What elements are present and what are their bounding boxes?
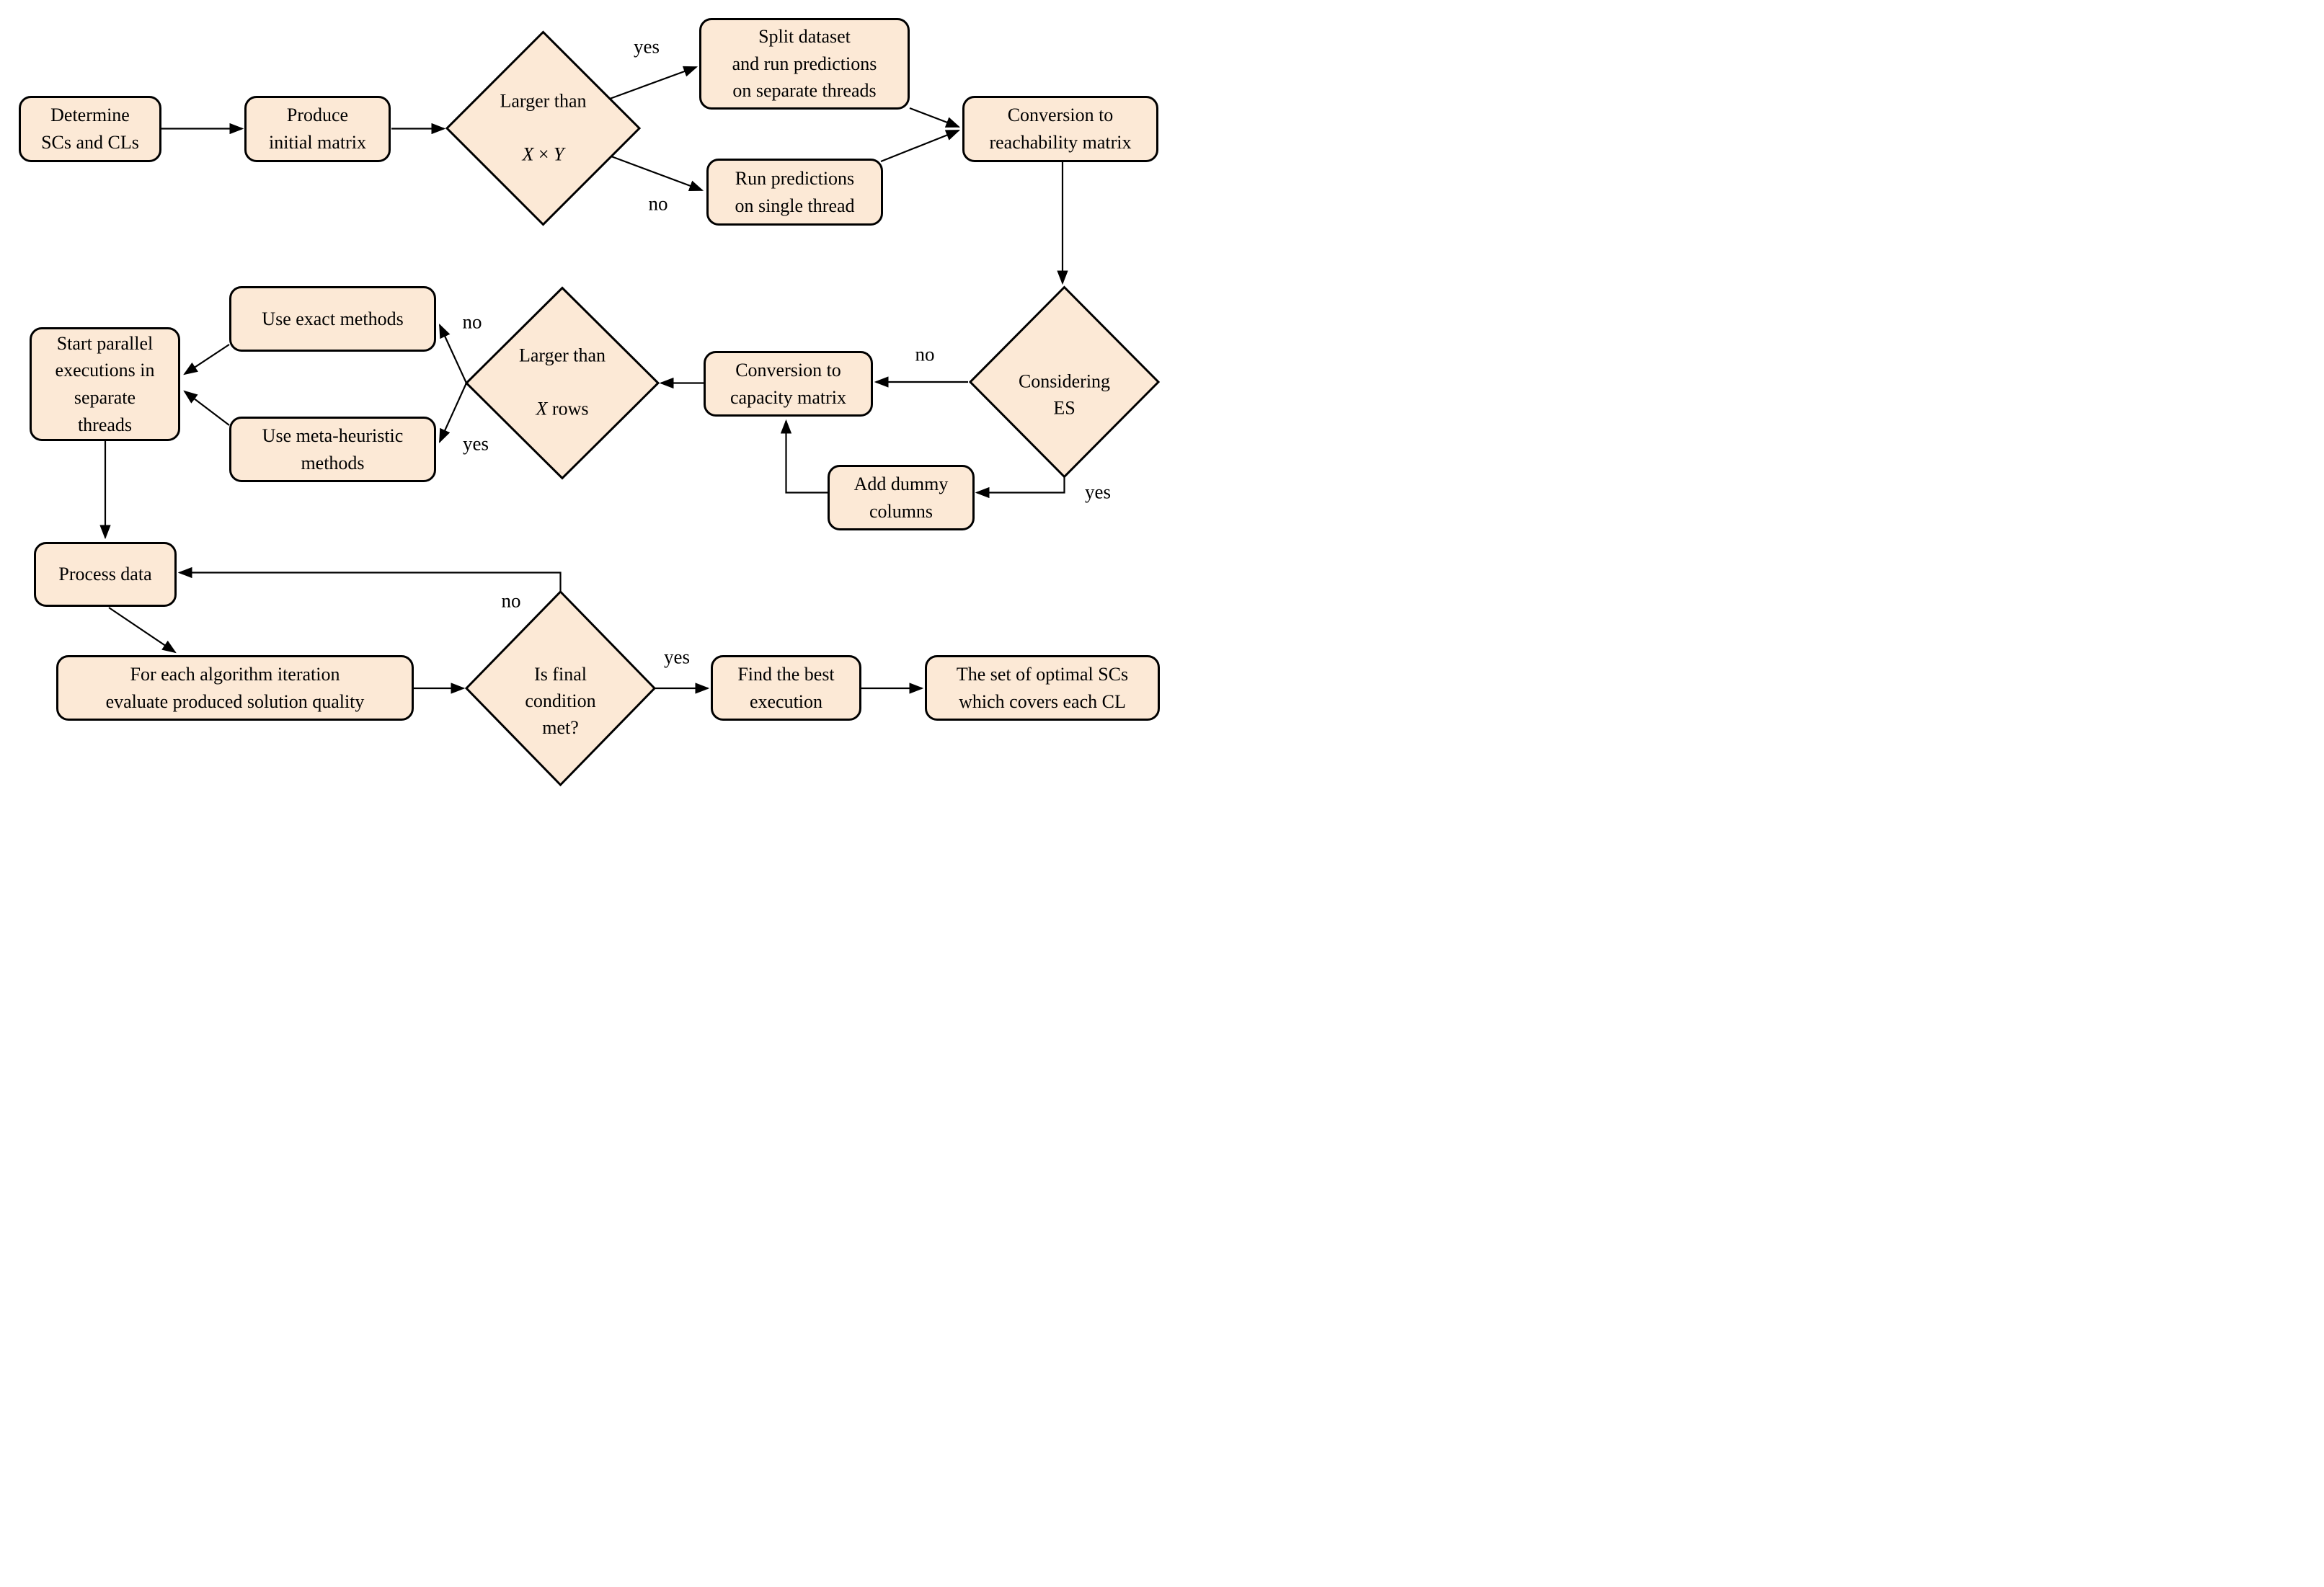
edge-single-to-reachability (880, 129, 961, 163)
node-conversion-capacity-label: Conversion to capacity matrix (730, 359, 846, 408)
node-use-meta-heuristic-label: Use meta-heuristic methods (262, 424, 404, 474)
edge-label-es-yes: yes (1085, 481, 1111, 503)
math-x: X (522, 143, 534, 165)
decision-larger-than-x-rows (464, 286, 660, 480)
flowchart-lines-layer (99, 30, 1161, 787)
decision-larger-rows-line2: X rows (476, 396, 649, 423)
decision-larger-than-x-rows-label: Larger than X rows (476, 316, 649, 450)
node-determine-scs-cls: Determine SCs and CLs (19, 96, 161, 162)
node-find-best-execution: Find the best execution (711, 655, 861, 721)
edge-considering-es-yes-to-dummy (975, 476, 1065, 499)
edge-larger-rows-yes-to-meta (438, 383, 468, 444)
rows-text: rows (547, 398, 589, 419)
decision-considering-es-label: Considering ES (978, 342, 1151, 422)
node-evaluate-solution-quality-label: For each algorithm iteration evaluate pr… (105, 663, 365, 712)
decision-larger-rows-line1: Larger than (518, 345, 606, 367)
edge-larger-xy-no-to-single (611, 155, 704, 192)
node-determine-scs-cls-label: Determine SCs and CLs (41, 105, 139, 153)
node-conversion-reachability: Conversion to reachability matrix (962, 96, 1158, 162)
node-split-dataset-label: Split dataset and run predictions on sep… (732, 25, 877, 102)
math-y: Y (554, 143, 564, 165)
node-run-single-thread: Run predictions on single thread (706, 159, 883, 226)
node-use-exact-methods: Use exact methods (229, 286, 436, 352)
edge-label-final-yes: yes (664, 646, 690, 668)
edge-exact-to-parallel (183, 344, 230, 375)
edge-meta-to-parallel (183, 390, 230, 426)
edge-label-xy-yes: yes (634, 35, 660, 58)
edge-dummy-to-capacity (780, 419, 828, 494)
node-use-meta-heuristic: Use meta-heuristic methods (229, 417, 436, 482)
node-find-best-execution-label: Find the best execution (737, 663, 835, 712)
edge-label-xy-no: no (648, 192, 668, 215)
flowchart-canvas: Determine SCs and CLs Produce initial ma… (0, 0, 1162, 794)
node-produce-initial-matrix-label: Produce initial matrix (268, 105, 367, 153)
decision-larger-than-xy-line1: Larger than (500, 90, 587, 112)
node-conversion-reachability-label: Conversion to reachability matrix (989, 105, 1132, 153)
edge-label-rows-yes: yes (463, 432, 489, 455)
node-add-dummy-columns-label: Add dummy columns (853, 473, 949, 522)
node-optimal-scs-set-label: The set of optimal SCs which covers each… (956, 663, 1129, 712)
node-start-parallel-executions-label: Start parallel executions in separate th… (55, 332, 155, 435)
decision-final-condition-label: Is final condition met? (474, 635, 647, 742)
decision-final-condition (464, 590, 657, 787)
decision-larger-than-xy (445, 30, 642, 226)
edge-label-rows-no: no (462, 311, 482, 333)
node-run-single-thread-label: Run predictions on single thread (735, 167, 855, 216)
edge-final-no-to-process (177, 566, 562, 592)
node-process-data-label: Process data (58, 564, 152, 585)
edge-larger-xy-yes-to-split (609, 66, 698, 100)
node-use-exact-methods-label: Use exact methods (262, 308, 404, 329)
node-add-dummy-columns: Add dummy columns (828, 465, 975, 530)
node-optimal-scs-set: The set of optimal SCs which covers each… (925, 655, 1160, 721)
node-evaluate-solution-quality: For each algorithm iteration evaluate pr… (56, 655, 414, 721)
edge-label-es-no: no (915, 343, 935, 365)
decision-larger-than-xy-label: Larger than X × Y (457, 62, 630, 195)
edge-label-final-no: no (501, 590, 521, 612)
edge-larger-rows-no-to-exact (439, 324, 467, 383)
decision-larger-than-xy-line2: X × Y (457, 141, 630, 168)
node-process-data: Process data (34, 542, 177, 607)
node-produce-initial-matrix: Produce initial matrix (244, 96, 391, 162)
edge-split-to-reachability (909, 107, 961, 128)
node-start-parallel-executions: Start parallel executions in separate th… (30, 327, 180, 441)
math-times: × (533, 143, 554, 165)
math-x: X (536, 398, 548, 419)
decision-considering-es-text: Considering ES (1018, 370, 1111, 419)
edge-process-to-evaluate (108, 607, 177, 654)
node-conversion-capacity: Conversion to capacity matrix (704, 351, 873, 417)
decision-final-condition-text: Is final condition met? (525, 664, 596, 738)
node-split-dataset: Split dataset and run predictions on sep… (699, 18, 910, 110)
